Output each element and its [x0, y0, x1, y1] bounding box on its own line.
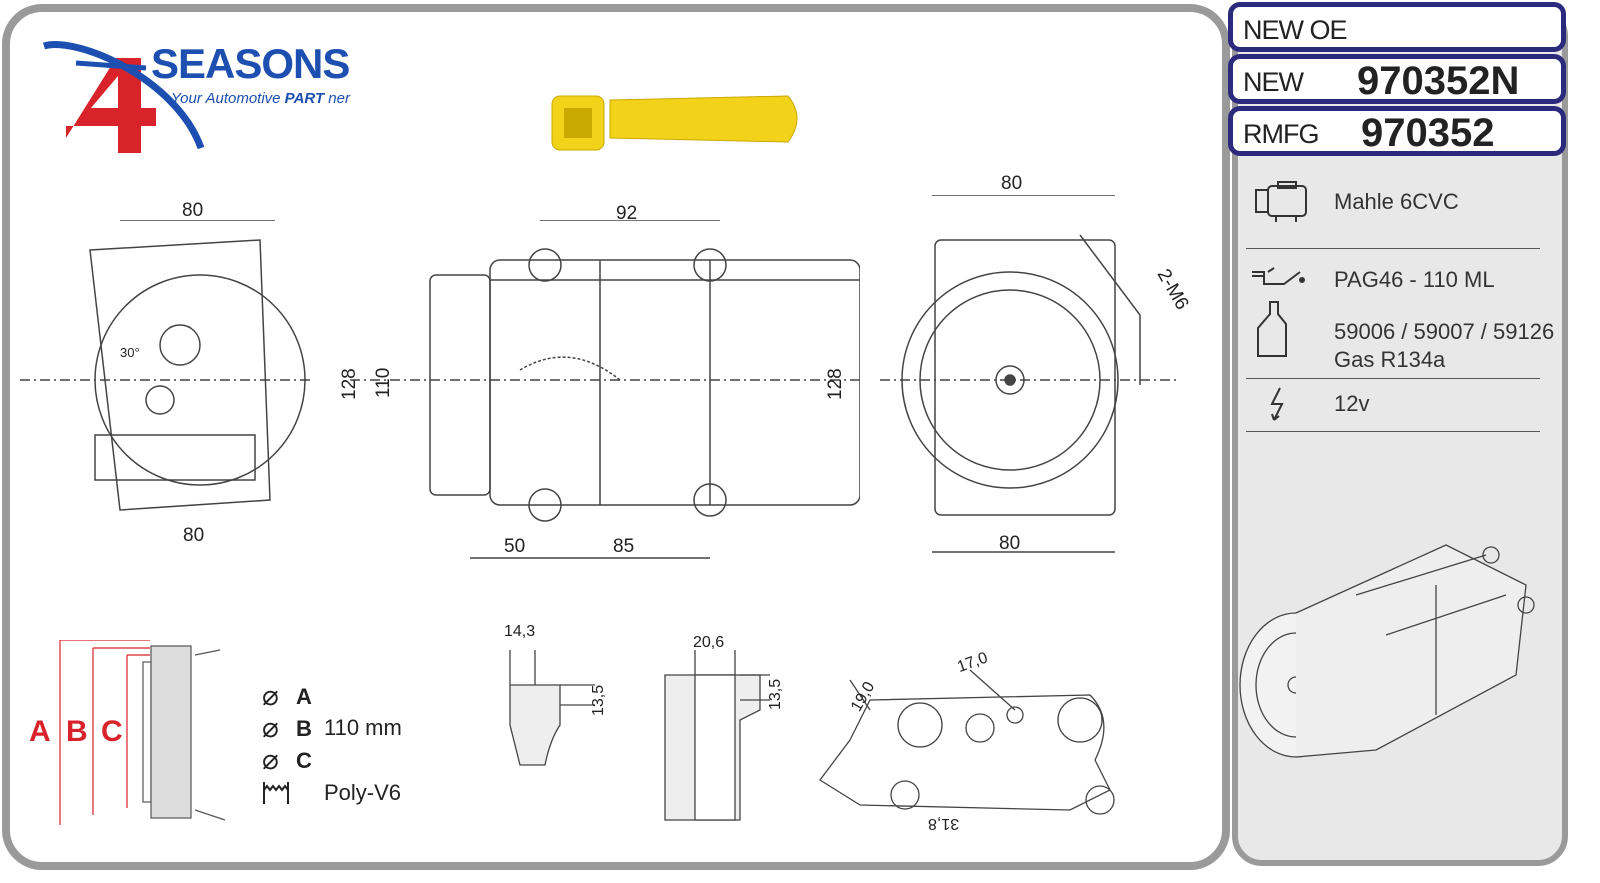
diameter-icon: ⌀ [262, 712, 279, 743]
poly-v-belt-icon [263, 782, 289, 804]
dim-rear-bottom: 80 [999, 533, 1021, 554]
dim-port2-height: 13,5 [767, 678, 784, 710]
dim-front-bottom-left: 50 [504, 536, 526, 557]
divider [1246, 431, 1540, 432]
lightning-icon [1270, 387, 1284, 421]
code-value: 970352N [1357, 59, 1520, 103]
dim-side-bottom: 80 [183, 525, 205, 546]
dim-front-height-inner: 110 [373, 367, 394, 398]
diameter-icon: ⌀ [262, 680, 279, 711]
belt-type: Poly-V6 [324, 780, 402, 805]
connector-image [551, 95, 798, 151]
compressor-icon [1255, 181, 1307, 222]
dim-rear-top: 80 [1001, 173, 1023, 194]
code-label: RMFG [1243, 119, 1319, 149]
manifold-drawing [819, 669, 1115, 815]
dim-front-height-outer: 128 [339, 368, 360, 400]
spec-oil-refs: 59006 / 59007 / 59126 Gas R134a [1248, 300, 1554, 372]
code-box-rmfg: RMFG 970352 [1228, 106, 1566, 156]
port1-drawing [509, 650, 595, 766]
dim-front-height-right: 128 [825, 368, 846, 400]
diameter-icon: ⌀ [262, 744, 279, 775]
oil-can-icon [1252, 267, 1305, 285]
dim-side-top: 80 [182, 200, 204, 221]
logo-tagline: Your Automotive PART ner [171, 90, 350, 107]
divider [1246, 248, 1540, 249]
brand-logo: SEASONS Your Automotive PART ner [36, 38, 396, 158]
spec-oil-text: PAG46 - 110 ML [1334, 267, 1495, 292]
compressor-3d-image [1239, 544, 1535, 758]
code-box-new: NEW 970352N [1228, 54, 1566, 104]
front-view-drawing [350, 220, 860, 559]
spec-voltage-text: 12v [1334, 391, 1370, 416]
dim-side-angle: 30° [120, 345, 140, 360]
oil-bottle-icon [1257, 301, 1287, 357]
dim-port1-width: 14,3 [504, 623, 536, 640]
spec-compressor: Mahle 6CVC [1248, 180, 1540, 230]
side-view-drawing [20, 220, 310, 511]
diameter-value: 110 mm [324, 715, 402, 740]
code-label: NEW [1243, 67, 1304, 97]
dim-manifold-c: 31,8 [928, 815, 960, 832]
rear-view-drawing [880, 195, 1180, 553]
diameter-a-label: A [296, 684, 312, 709]
dim-port2-width: 20,6 [693, 634, 725, 651]
code-label: NEW OE [1243, 15, 1348, 45]
code-box-new-oe: NEW OE [1228, 2, 1566, 52]
spec-oil: PAG46 - 110 ML [1248, 262, 1540, 302]
dim-front-bottom-right: 85 [613, 536, 635, 557]
dim-front-top: 92 [616, 203, 638, 224]
pulley-drawing [59, 640, 226, 825]
spec-gas-text: Gas R134a [1334, 347, 1446, 372]
drawing-frame [2, 4, 1230, 870]
port2-drawing [664, 650, 770, 821]
divider [1246, 378, 1540, 379]
dim-port1-height: 13,5 [590, 684, 607, 716]
logo-brand-text: SEASONS [151, 40, 350, 87]
pulley-label-c: C [101, 715, 123, 748]
spec-compressor-text: Mahle 6CVC [1334, 189, 1459, 214]
diameter-c-label: C [296, 748, 312, 773]
pulley-label-b: B [66, 715, 88, 748]
logo-mark-icon [42, 41, 205, 153]
pulley-label-a: A [29, 715, 51, 748]
diameter-b-label: B [296, 716, 312, 741]
spec-oil-refs-text: 59006 / 59007 / 59126 [1334, 319, 1555, 344]
code-value: 970352 [1361, 111, 1495, 155]
spec-voltage: 12v [1248, 386, 1540, 426]
